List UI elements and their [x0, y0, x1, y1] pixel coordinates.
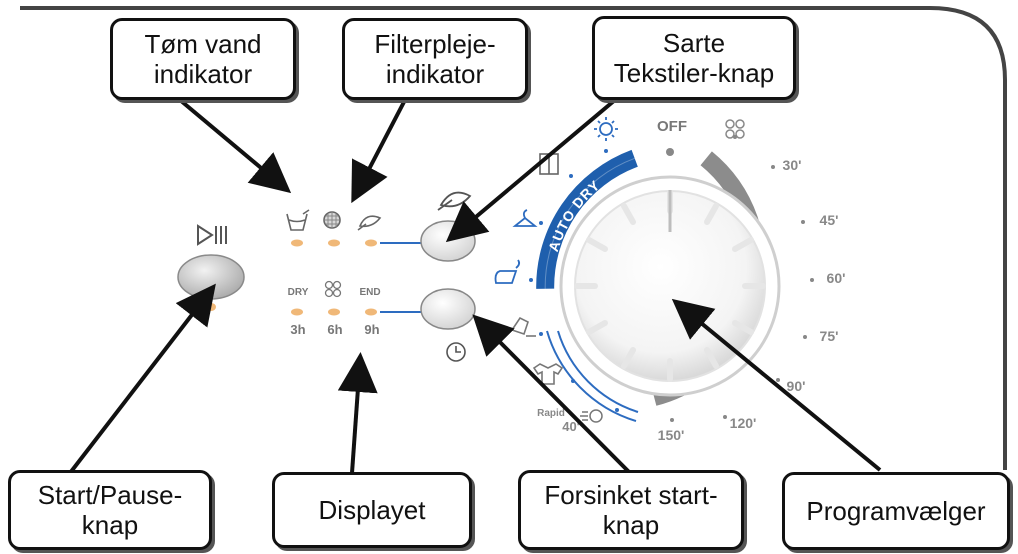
delay-start-button[interactable]: [420, 288, 476, 330]
quick-program-band-2: [557, 330, 639, 413]
display-6h: 6h: [327, 322, 342, 337]
arrow-start-pause: [68, 283, 216, 475]
arrow-filterpleje: [351, 99, 407, 204]
display-9h: 9h: [364, 322, 379, 337]
hanger-icon: [512, 209, 538, 227]
delicate-feather-icon: [437, 191, 472, 211]
sports-shoe-icon: [510, 316, 536, 337]
off-dot: [666, 148, 674, 156]
auto-dry-band-inner: [544, 157, 635, 289]
dial-scale-dots: [529, 135, 814, 422]
display-end-label: END: [359, 287, 380, 298]
callout-arrows: [68, 98, 882, 475]
time-30-label: 30': [783, 157, 802, 173]
callout-delay-start: Forsinket start- knap: [518, 470, 744, 550]
drain-water-icon: [286, 209, 310, 231]
callout-delicate-button-text: Sarte Tekstiler-knap: [613, 28, 775, 88]
callout-drain-indicator-text: Tøm vand indikator: [144, 29, 262, 89]
auto-dry-band: [536, 149, 638, 289]
callout-delay-start-text: Forsinket start- knap: [544, 480, 718, 540]
rapid-icon: [580, 409, 603, 423]
quick-program-band: [546, 330, 637, 422]
display-dry-label: DRY: [288, 287, 309, 298]
callout-delicate-button: Sarte Tekstiler-knap: [592, 16, 796, 100]
delay-clock-icon: [446, 342, 466, 362]
callout-start-pause: Start/Pause- knap: [8, 470, 212, 550]
fan-icon-small: [324, 280, 342, 298]
callout-drain-indicator: Tøm vand indikator: [110, 18, 296, 100]
callout-program-selector-text: Programvælger: [806, 496, 986, 526]
time-90-label: 90': [787, 378, 806, 394]
arrow-sarte: [445, 98, 617, 243]
shirt-icon: [532, 363, 564, 385]
led-3h: [291, 308, 303, 316]
fan-icon: [725, 119, 745, 139]
led-delicate: [365, 239, 377, 247]
iron-icon: [494, 259, 521, 284]
display-3h: 3h: [290, 322, 305, 337]
led-filter: [328, 239, 340, 247]
arrow-displayet: [337, 352, 378, 474]
time-150-label: 150': [658, 427, 685, 443]
led-6h: [328, 308, 340, 316]
play-pause-icon: [197, 224, 227, 246]
led-9h: [365, 308, 377, 316]
callout-filter-indicator-text: Filterpleje- indikator: [374, 29, 496, 89]
callout-start-pause-text: Start/Pause- knap: [37, 480, 183, 540]
callout-filter-indicator: Filterpleje- indikator: [342, 18, 528, 100]
time-75-label: 75': [820, 328, 839, 344]
rapid-label: Rapid: [537, 408, 565, 419]
panel-outline: [20, 6, 1007, 470]
arrow-forsinket: [472, 314, 632, 475]
off-label: OFF: [657, 118, 687, 135]
delicate-feather-icon-small: [357, 215, 382, 231]
time-120-label: 120': [730, 415, 757, 431]
time-60-label: 60': [827, 270, 846, 286]
start-pause-led: [206, 303, 216, 311]
led-drain: [291, 239, 303, 247]
time-45-label: 45': [820, 212, 839, 228]
filter-icon: [323, 211, 341, 229]
callout-display-text: Displayet: [318, 495, 426, 525]
callout-display: Displayet: [272, 472, 472, 548]
arrow-programvaelger: [671, 298, 882, 472]
callout-program-selector: Programvælger: [782, 472, 1010, 550]
sun-icon: [594, 117, 618, 141]
arrow-tom-vand: [178, 98, 292, 194]
rapid-40-label: 40': [562, 419, 580, 434]
